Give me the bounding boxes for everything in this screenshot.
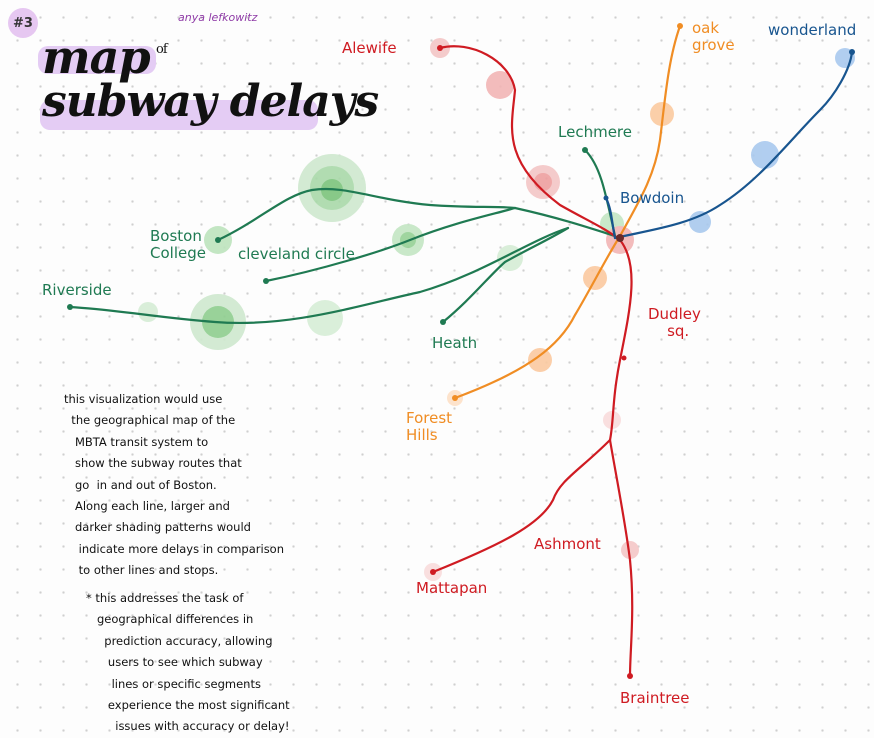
station-label-lechmere: Lechmere	[558, 123, 632, 141]
station-label-riverside: Riverside	[42, 281, 112, 299]
orange-line-north	[618, 24, 682, 238]
station-dot-alewife	[437, 45, 443, 51]
green-line-c	[216, 187, 517, 242]
author-name: anya lefkowitz	[178, 11, 258, 24]
title-word-of: of	[156, 42, 168, 57]
station-label-boston-college: Boston College	[150, 227, 206, 262]
red-line-trunk	[608, 238, 633, 442]
title-subway-delays: subway delays	[42, 76, 379, 127]
station-dot-dudley	[621, 355, 627, 361]
description-text: this visualization would use the geograp…	[64, 392, 285, 578]
station-label-forest-hills: Forest Hills	[406, 409, 453, 444]
station-label-alewife: Alewife	[342, 39, 397, 57]
station-dot-riverside	[67, 304, 73, 310]
task-note-text: * this addresses the task of geographica…	[86, 591, 290, 734]
green-line-c2	[264, 206, 517, 283]
orange-line-south	[453, 234, 622, 400]
green-trunk	[513, 206, 617, 238]
green-line-e	[441, 226, 570, 324]
station-label-bowdoin: Bowdoin	[620, 189, 685, 207]
station-dot-oak-grove	[677, 23, 683, 29]
sketch-number-badge: #3	[8, 8, 38, 38]
station-label-cleveland-circle: cleveland circle	[238, 245, 355, 263]
station-dot-wonderland	[849, 49, 855, 55]
station-dot-bowdoin	[603, 195, 609, 201]
blue-line	[613, 50, 854, 240]
station-label-oak-grove: oak grove	[692, 19, 735, 54]
station-dot-hub	[616, 234, 624, 242]
station-dot-heath	[440, 319, 446, 325]
station-label-dudley-sq: Dudley sq.	[648, 305, 701, 340]
station-dot-cleveland-circle	[263, 278, 269, 284]
title-highlight	[40, 100, 318, 130]
station-dot-forest-hills	[452, 395, 458, 401]
station-dot-mattapan	[430, 569, 436, 575]
station-label-mattapan: Mattapan	[416, 579, 488, 597]
red-line-ashmont	[431, 438, 612, 574]
station-label-ashmont: Ashmont	[534, 535, 601, 553]
station-label-braintree: Braintree	[620, 689, 690, 707]
station-dots	[67, 23, 855, 679]
red-line-alewife	[438, 45, 622, 242]
red-line-braintree	[608, 438, 634, 678]
station-dot-lechmere	[582, 147, 588, 153]
title-word-map: map	[42, 30, 151, 84]
station-label-heath: Heath	[432, 334, 478, 352]
station-dot-braintree	[627, 673, 633, 679]
blue-bowdoin-spur	[604, 196, 617, 240]
green-line-b	[68, 226, 570, 325]
station-label-wonderland: wonderland	[768, 21, 857, 39]
title-highlight	[38, 46, 156, 74]
station-dot-boston-college	[215, 237, 221, 243]
